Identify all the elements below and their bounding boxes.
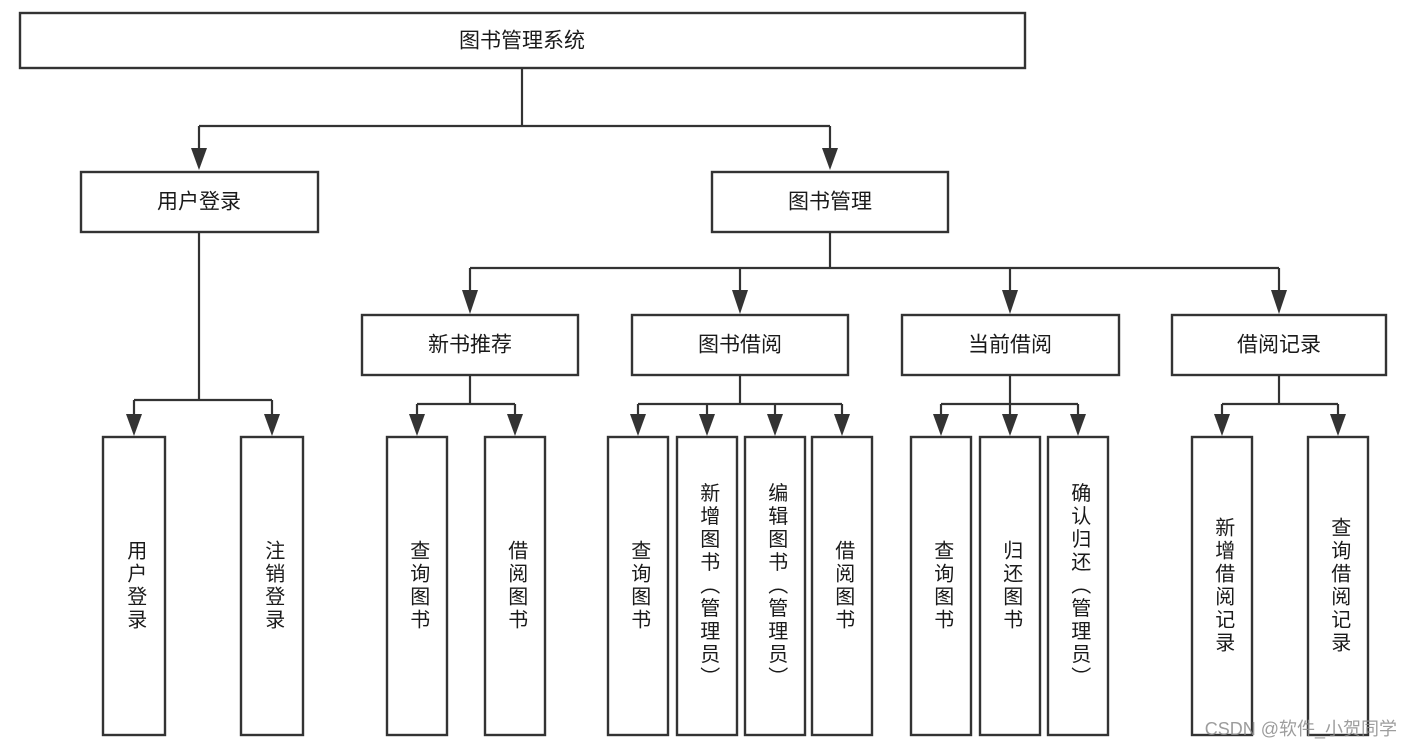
node-leaf-query-book-3-box[interactable] [909, 435, 973, 737]
node-leaf-edit-book-box[interactable] [743, 435, 807, 737]
node-user-login[interactable]: 用户登录 [79, 170, 320, 234]
node-leaf-borrow-book-1[interactable]: 借阅图书 [483, 435, 547, 737]
arrow-head-leaf-edit-book [767, 414, 783, 436]
node-new-book-recommend-label: 新书推荐 [428, 334, 512, 357]
arrow-head-leaf-add-record [1214, 414, 1230, 436]
connector-group-current-borrow-to-leaves [933, 375, 1086, 436]
node-leaf-query-record[interactable]: 查询借阅记录 [1306, 435, 1370, 737]
connector-group-book-borrow-to-leaves [630, 375, 850, 436]
arrow-head-leaf-user-logout [264, 414, 280, 436]
node-leaf-query-record-box[interactable] [1306, 435, 1370, 737]
node-leaf-query-book-1-box[interactable] [385, 435, 449, 737]
node-leaf-borrow-book-1-label: 借阅图书 [505, 540, 528, 632]
node-leaf-add-book[interactable]: 新增图书（管理员） [675, 435, 739, 737]
node-leaf-user-logout[interactable]: 注销登录 [239, 435, 305, 737]
connector-group-borrow-record-to-leaves [1214, 375, 1346, 436]
node-leaf-return-book-label: 归还图书 [1000, 540, 1023, 632]
node-leaf-add-record-box[interactable] [1190, 435, 1254, 737]
node-leaf-query-book-3[interactable]: 查询图书 [909, 435, 973, 737]
node-book-manage-box[interactable] [710, 170, 950, 234]
arrow-head-book-borrow [732, 290, 748, 314]
connector-group-root-to-level2 [191, 68, 838, 170]
arrow-head-leaf-borrow-book-1 [507, 414, 523, 436]
node-leaf-query-record-label: 查询借阅记录 [1328, 517, 1351, 655]
arrow-head-leaf-return-book [1002, 414, 1018, 436]
node-leaf-return-book-box[interactable] [978, 435, 1042, 737]
node-leaf-confirm-return-box[interactable] [1046, 435, 1110, 737]
node-leaf-query-book-3-label: 查询图书 [931, 540, 954, 632]
node-leaf-user-login[interactable]: 用户登录 [101, 435, 167, 737]
arrow-head-leaf-query-record [1330, 414, 1346, 436]
node-leaf-borrow-book-1-box[interactable] [483, 435, 547, 737]
node-book-borrow[interactable]: 图书借阅 [630, 313, 850, 377]
node-leaf-confirm-return[interactable]: 确认归还（管理员） [1046, 435, 1110, 737]
node-new-book-recommend-box[interactable] [360, 313, 580, 377]
arrow-head-leaf-query-book-2 [630, 414, 646, 436]
node-current-borrow-label: 当前借阅 [968, 334, 1052, 357]
node-leaf-user-logout-label: 注销登录 [262, 540, 285, 632]
arrow-head-leaf-user-login [126, 414, 142, 436]
arrow-head-leaf-query-book-1 [409, 414, 425, 436]
node-leaf-query-book-2-label: 查询图书 [628, 540, 651, 632]
node-leaf-user-logout-box[interactable] [239, 435, 305, 737]
arrow-head-book-manage [822, 148, 838, 170]
arrow-head-leaf-confirm-return [1070, 414, 1086, 436]
node-user-login-box[interactable] [79, 170, 320, 234]
arrow-head-leaf-borrow-book-2 [834, 414, 850, 436]
node-leaf-user-login-label: 用户登录 [124, 540, 147, 632]
node-borrow-record[interactable]: 借阅记录 [1170, 313, 1388, 377]
node-leaf-edit-book-label: 编辑图书（管理员） [765, 482, 788, 689]
node-leaf-edit-book[interactable]: 编辑图书（管理员） [743, 435, 807, 737]
node-book-borrow-label: 图书借阅 [698, 334, 782, 357]
node-leaf-query-book-1-label: 查询图书 [407, 540, 430, 632]
node-leaf-borrow-book-2-box[interactable] [810, 435, 874, 737]
node-current-borrow-box[interactable] [900, 313, 1121, 377]
node-current-borrow[interactable]: 当前借阅 [900, 313, 1121, 377]
node-leaf-return-book[interactable]: 归还图书 [978, 435, 1042, 737]
node-leaf-confirm-return-label: 确认归还（管理员） [1068, 482, 1091, 689]
node-leaf-borrow-book-2-label: 借阅图书 [832, 540, 855, 632]
node-leaf-borrow-book-2[interactable]: 借阅图书 [810, 435, 874, 737]
node-leaf-query-book-1[interactable]: 查询图书 [385, 435, 449, 737]
node-leaf-add-record[interactable]: 新增借阅记录 [1190, 435, 1254, 737]
node-book-borrow-box[interactable] [630, 313, 850, 377]
node-book-manage-label: 图书管理 [788, 191, 872, 214]
node-leaf-add-record-label: 新增借阅记录 [1212, 517, 1235, 655]
node-leaf-user-login-box[interactable] [101, 435, 167, 737]
arrow-head-leaf-query-book-3 [933, 414, 949, 436]
arrow-head-leaf-add-book [699, 414, 715, 436]
node-root-box[interactable] [18, 11, 1027, 70]
node-borrow-record-label: 借阅记录 [1237, 334, 1321, 357]
node-root[interactable]: 图书管理系统 [18, 11, 1027, 70]
connector-group-book-manage-to-level3 [462, 232, 1287, 314]
connector-group-new-book-recommend-to-leaves [409, 375, 523, 436]
node-root-label: 图书管理系统 [459, 30, 585, 53]
connector-group-user-login-to-leaves [126, 232, 280, 436]
node-leaf-query-book-2[interactable]: 查询图书 [606, 435, 670, 737]
node-leaf-query-book-2-box[interactable] [606, 435, 670, 737]
node-new-book-recommend[interactable]: 新书推荐 [360, 313, 580, 377]
arrow-head-user-login [191, 148, 207, 170]
arrow-head-current-borrow [1002, 290, 1018, 314]
arrow-head-new-book-recommend [462, 290, 478, 314]
node-user-login-label: 用户登录 [157, 191, 241, 214]
node-leaf-add-book-label: 新增图书（管理员） [697, 482, 720, 689]
arrow-head-borrow-record [1271, 290, 1287, 314]
node-borrow-record-box[interactable] [1170, 313, 1388, 377]
node-book-manage[interactable]: 图书管理 [710, 170, 950, 234]
node-leaf-add-book-box[interactable] [675, 435, 739, 737]
